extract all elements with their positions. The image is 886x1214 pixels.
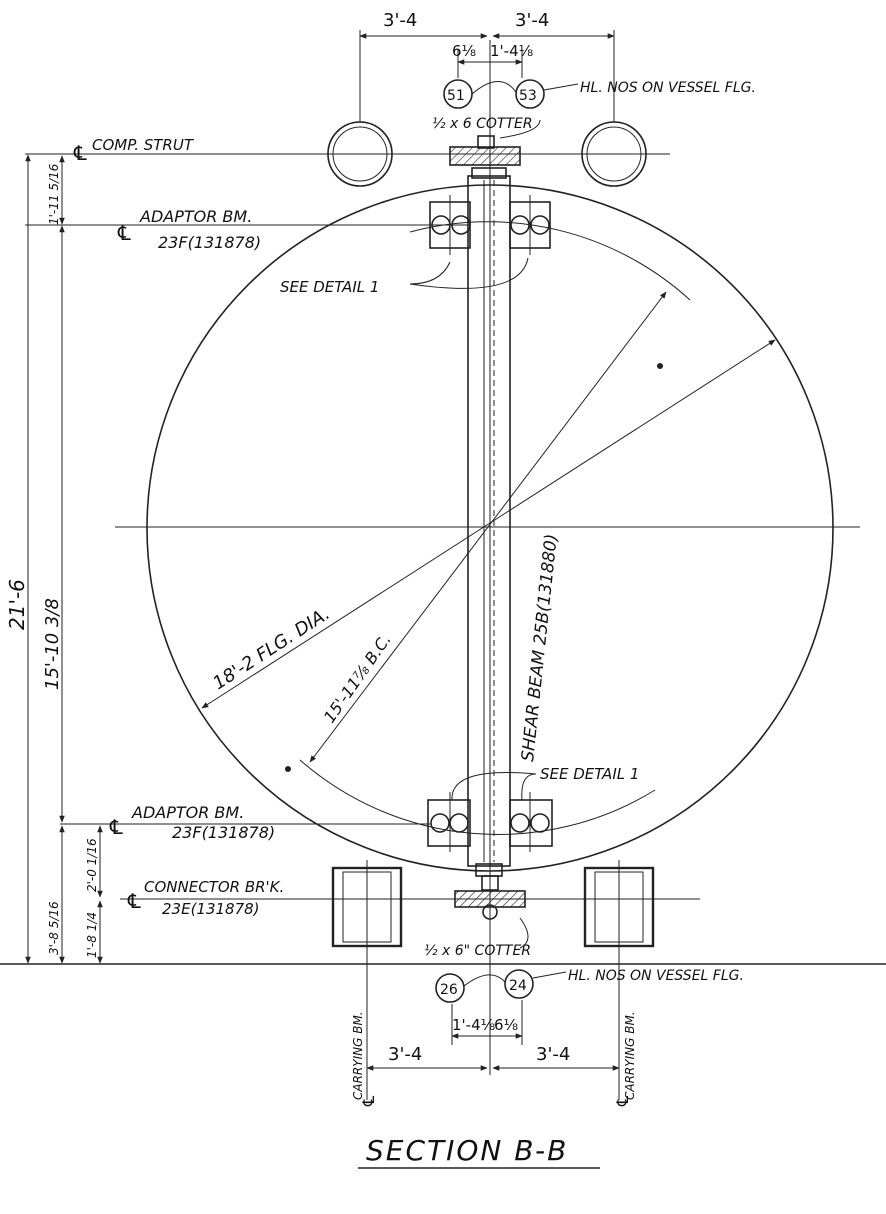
- hole-51-label: 51: [447, 88, 465, 104]
- overall-height-label: 21'-6: [5, 579, 29, 630]
- shear-beam-label: SHEAR BEAM 25B(131880): [518, 533, 562, 763]
- lower-offset-label: 3'-8 5/16: [47, 901, 61, 955]
- connector-base-label: 1'-8 1/4: [85, 912, 99, 958]
- flange-dia-label: 18'-2 FLG. DIA.: [209, 603, 334, 694]
- hole-53-label: 53: [519, 88, 537, 104]
- top-pin: [477, 135, 495, 149]
- connector-cl: ℄: [127, 889, 141, 913]
- bolt-circle-arc-bottom: [299, 759, 656, 835]
- adaptor-connector-label: 2'-0 1/16: [85, 838, 99, 892]
- connector-title: CONNECTOR BR'K.: [144, 878, 284, 896]
- comp-strut-cl: ℄: [73, 141, 87, 165]
- top-adaptor-ref: 23F(131878): [158, 233, 261, 252]
- hole-24-label: 24: [509, 978, 527, 994]
- top-left-span-label: 3'-4: [383, 10, 417, 31]
- top-hole-note: HL. NOS ON VESSEL FLG.: [580, 80, 756, 96]
- bottom-adaptor-cl: ℄: [109, 815, 123, 839]
- carrying-right-cl: ℄: [613, 1095, 632, 1107]
- see-detail-top-label: SEE DETAIL 1: [280, 278, 379, 296]
- carrying-right-label: CARRYING BM.: [623, 1011, 637, 1100]
- marker-dot-lower: [285, 766, 291, 772]
- top-cotter-leader: [499, 119, 541, 139]
- bottom-left-span-label: 3'-4: [388, 1044, 422, 1065]
- hole-53-circle: [515, 79, 545, 109]
- top-hole-leader: [471, 81, 579, 95]
- shear-beam: [467, 175, 511, 867]
- bottom-hole-leader: [463, 971, 567, 987]
- carrying-left-label: CARRYING BM.: [351, 1011, 365, 1100]
- flange-dia-leader: [201, 339, 776, 709]
- bottom-right-span-label: 3'-4: [536, 1044, 570, 1065]
- hole-26-label: 26: [440, 982, 458, 998]
- bottom-pin: [481, 875, 499, 891]
- bolt-circle-label: 15'-11⅞ B.C.: [320, 630, 395, 726]
- bottom-adaptor-title: ADAPTOR BM.: [131, 803, 244, 822]
- bottom-adaptor-bracket-left: [427, 792, 471, 852]
- bottom-cotter-label: ½ x 6" COTTER: [424, 943, 531, 959]
- hole-24-circle: [504, 969, 534, 999]
- bottom-adaptor-ref: 23F(131878): [172, 823, 275, 842]
- bottom-cotter-pin: [482, 904, 498, 920]
- inner-height-label: 15'-10 3/8: [42, 598, 63, 690]
- comp-strut-right-inner: [586, 126, 642, 182]
- see-detail-top-leader: [409, 257, 529, 289]
- top-adaptor-bracket-right: [509, 195, 551, 255]
- bottom-left-offset-label: 1'-4⅛: [452, 1016, 495, 1034]
- see-detail-bottom-leader: [451, 771, 537, 801]
- shear-beam-cap-top: [471, 167, 507, 179]
- top-adaptor-cl: ℄: [117, 221, 131, 245]
- comp-adaptor-label: 1'-11 5/16: [47, 163, 61, 225]
- hole-26-circle: [435, 973, 465, 1003]
- bolt-circle-leader: [309, 291, 667, 763]
- bottom-hole-note: HL. NOS ON VESSEL FLG.: [568, 968, 744, 984]
- top-right-offset-label: 1'-4⅛: [490, 42, 533, 60]
- section-title: SECTION B-B: [366, 1134, 568, 1167]
- comp-strut-left-inner: [332, 126, 388, 182]
- top-strut-plate: [449, 146, 521, 166]
- top-cotter-label: ½ x 6 COTTER: [432, 116, 533, 132]
- bottom-right-offset-label: 6⅛: [494, 1016, 518, 1034]
- marker-dot-upper: [657, 363, 663, 369]
- bottom-adaptor-bracket-right: [509, 792, 553, 852]
- top-left-offset-label: 6⅛: [452, 42, 476, 60]
- carrying-left-cl: ℄: [359, 1095, 378, 1107]
- top-right-span-label: 3'-4: [515, 10, 549, 31]
- connector-ref: 23E(131878): [162, 900, 260, 918]
- bottom-cotter-leader: [519, 917, 529, 949]
- top-adaptor-title: ADAPTOR BM.: [139, 207, 252, 226]
- comp-strut-label: COMP. STRUT: [92, 136, 195, 154]
- see-detail-bottom-label: SEE DETAIL 1: [540, 765, 639, 783]
